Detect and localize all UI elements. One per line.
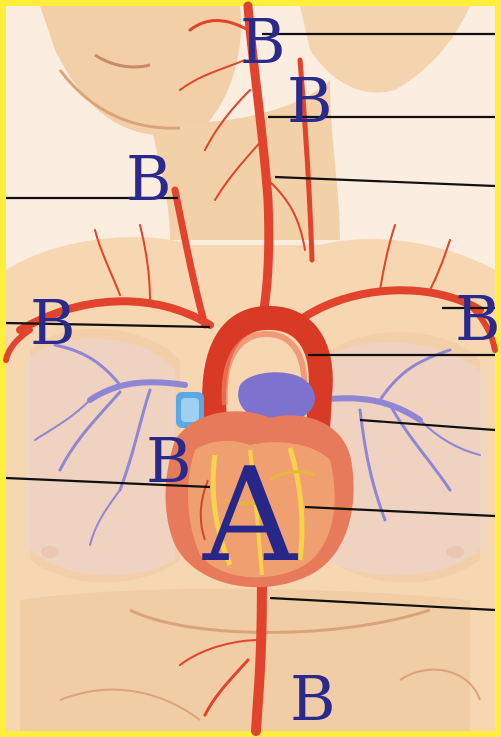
label-b-1: B: [240, 5, 286, 78]
label-b-2: B: [287, 64, 333, 137]
label-b-4: B: [30, 286, 76, 359]
label-b-6: B: [146, 424, 192, 497]
label-b-3: B: [126, 142, 172, 215]
label-b-7: B: [290, 662, 336, 735]
label-b-5: B: [455, 282, 501, 355]
label-a: A: [202, 439, 299, 591]
pulmonary-trunk: [238, 372, 315, 418]
